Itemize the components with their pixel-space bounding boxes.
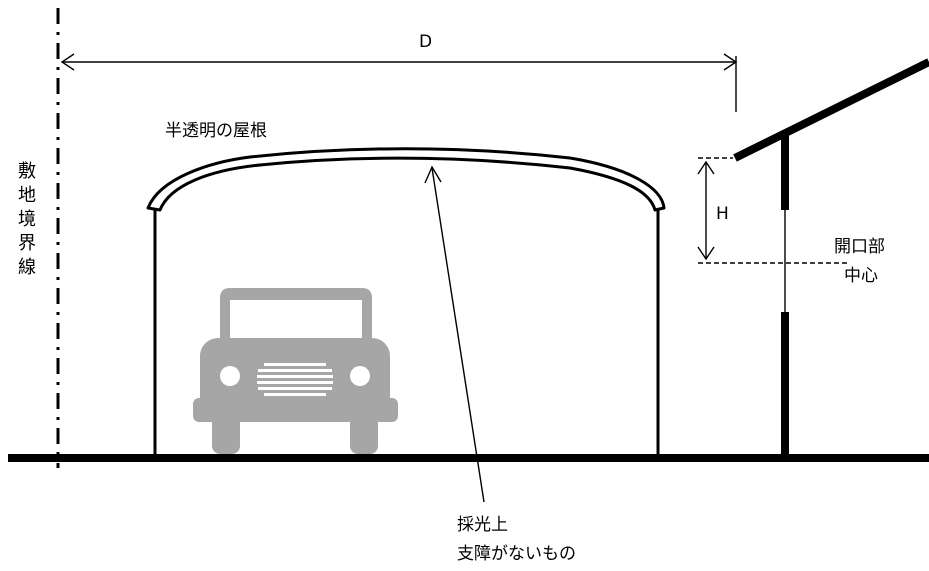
dimension-d-label: D: [419, 32, 433, 52]
site-boundary-char: 界: [18, 233, 36, 254]
daylight-note-line1: 採光上: [457, 515, 508, 535]
site-boundary-char: 境: [18, 209, 36, 230]
translucent-roof: [146, 147, 666, 212]
opening-center-label-line1: 開口部: [834, 237, 885, 257]
leader-arrow-roof: [424, 165, 485, 503]
daylight-note-line2: 支障がないもの: [457, 544, 576, 564]
site-boundary-label: 敷 地 境 界 線: [16, 160, 38, 280]
car-grille: [256, 360, 334, 400]
dimension-d: [60, 53, 738, 112]
house-roof-line: [733, 58, 929, 162]
site-boundary-char: 線: [18, 257, 36, 278]
opening-center-label-line2: 中心: [844, 266, 878, 286]
car-icon: [193, 288, 398, 454]
dimension-h: [697, 157, 850, 264]
site-boundary-char: 敷: [18, 161, 36, 182]
dimension-h-label: H: [716, 204, 729, 224]
site-boundary-char: 地: [18, 185, 36, 206]
roof-label: 半透明の屋根: [165, 121, 267, 141]
